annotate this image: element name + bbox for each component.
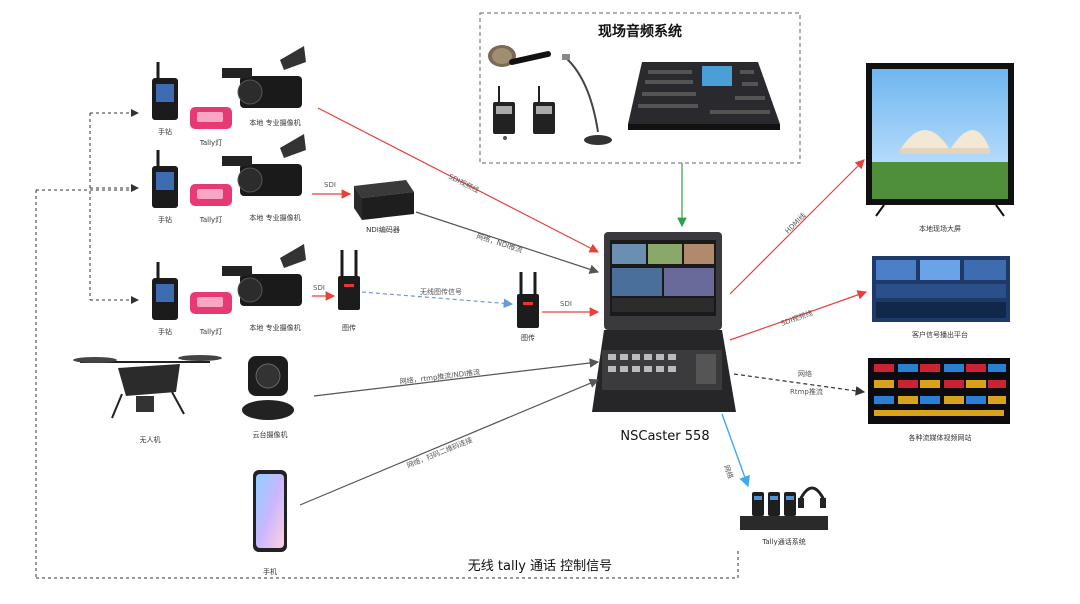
wireless-transmitter-right-icon (517, 272, 539, 328)
tally-intercom-icon (740, 486, 828, 530)
smartphone-icon (253, 470, 287, 552)
broadcast-platform-label: 客户信号播出平台 (912, 330, 968, 339)
tally-label-2: Tally灯 (199, 215, 222, 224)
handheld-radio-3 (152, 262, 178, 320)
audio-system-box (479, 12, 801, 164)
tally-light-2 (190, 184, 232, 206)
sdi-link-label-1: SDI视频线 (447, 172, 480, 195)
ndi-link-label: 网络，NDI推流 (475, 231, 523, 254)
handheld-radio-1 (152, 62, 178, 120)
handheld-label-2: 手钻 (158, 215, 172, 224)
tally-network-link (721, 413, 750, 488)
pro-camcorder-3 (222, 244, 306, 306)
ptz-camera-label: 云台摄像机 (253, 430, 288, 439)
tally-label-1: Tally灯 (199, 138, 222, 147)
phone-label: 手机 (263, 567, 277, 576)
nscaster-device-icon (592, 232, 736, 412)
camera-label-2: 本地 专业摄像机 (249, 213, 300, 222)
streaming-sites-label: 各种流媒体视频网站 (909, 433, 972, 442)
network-label: 网络 (798, 369, 812, 378)
hdmi-link-to-screen (729, 159, 865, 295)
tally-control-bracket (35, 109, 739, 579)
wireless-bodypack-icon (493, 86, 555, 140)
drone-icon (73, 355, 222, 419)
bottom-control-label: 无线 tally 通话 控制信号 (468, 559, 612, 574)
big-screen-label: 本地现场大屏 (919, 224, 961, 233)
handheld-radio-2 (152, 150, 178, 208)
sdi-link-to-broadcast (729, 290, 868, 341)
sdi-link-label-2: SDI视频线 (780, 308, 814, 328)
tally-label-3: Tally灯 (199, 327, 222, 336)
pro-camcorder-1 (222, 46, 306, 108)
main-device-name: NSCaster 558 (620, 429, 709, 444)
handheld-label-1: 手钻 (158, 127, 172, 136)
tx-right-label: 图传 (521, 333, 535, 342)
sdi-short-label-2: SDI (313, 284, 325, 292)
sdi-link-camera1-to-nscaster (317, 107, 600, 253)
streaming-sites-grid-icon (868, 358, 1010, 424)
sdi-short-label-3: SDI (560, 300, 572, 308)
rtmp-push-label: Rtmp推流 (790, 387, 823, 396)
big-screen-tv-icon (866, 63, 1014, 217)
qrcode-link-phone (299, 378, 600, 506)
ndi-link-encoder-to-nscaster (415, 211, 600, 274)
rtmp-ndi-link-ptz (313, 358, 600, 397)
drone-label: 无人机 (140, 435, 161, 444)
handheld-microphone-icon (488, 45, 551, 67)
hdmi-link-label: HDMI线 (783, 211, 808, 236)
audio-system-title: 现场音频系统 (598, 23, 682, 40)
camera-label-1: 本地 专业摄像机 (249, 118, 300, 127)
broadcast-platform-icon (872, 256, 1010, 322)
camera-label-3: 本地 专业摄像机 (249, 323, 300, 332)
handheld-label-3: 手钻 (158, 327, 172, 336)
tally-network-label: 网络 (722, 464, 735, 480)
wireless-link-label: 无线图传信号 (420, 287, 462, 296)
tally-light-3 (190, 292, 232, 314)
gooseneck-microphone-icon (562, 54, 612, 145)
audio-mixer-icon (628, 62, 780, 130)
qrcode-link-label: 网络，扫码二维码连接 (405, 435, 473, 470)
tally-intercom-label: Tally通话系统 (761, 537, 805, 546)
tally-light-1 (190, 107, 232, 129)
tx-left-label: 图传 (342, 323, 356, 332)
wireless-transmitter-left-icon (338, 250, 360, 310)
pro-camcorder-2 (222, 134, 306, 196)
ptz-camera-icon (242, 356, 294, 420)
rtmp-link-to-streaming (733, 373, 866, 396)
sdi-short-label-1: SDI (324, 181, 336, 189)
ndi-encoder-icon (354, 180, 414, 220)
ndi-encoder-label: NDI编码器 (366, 225, 400, 234)
rtmp-ndi-label: 网络，rtmp推流/NDI推流 (399, 367, 480, 386)
